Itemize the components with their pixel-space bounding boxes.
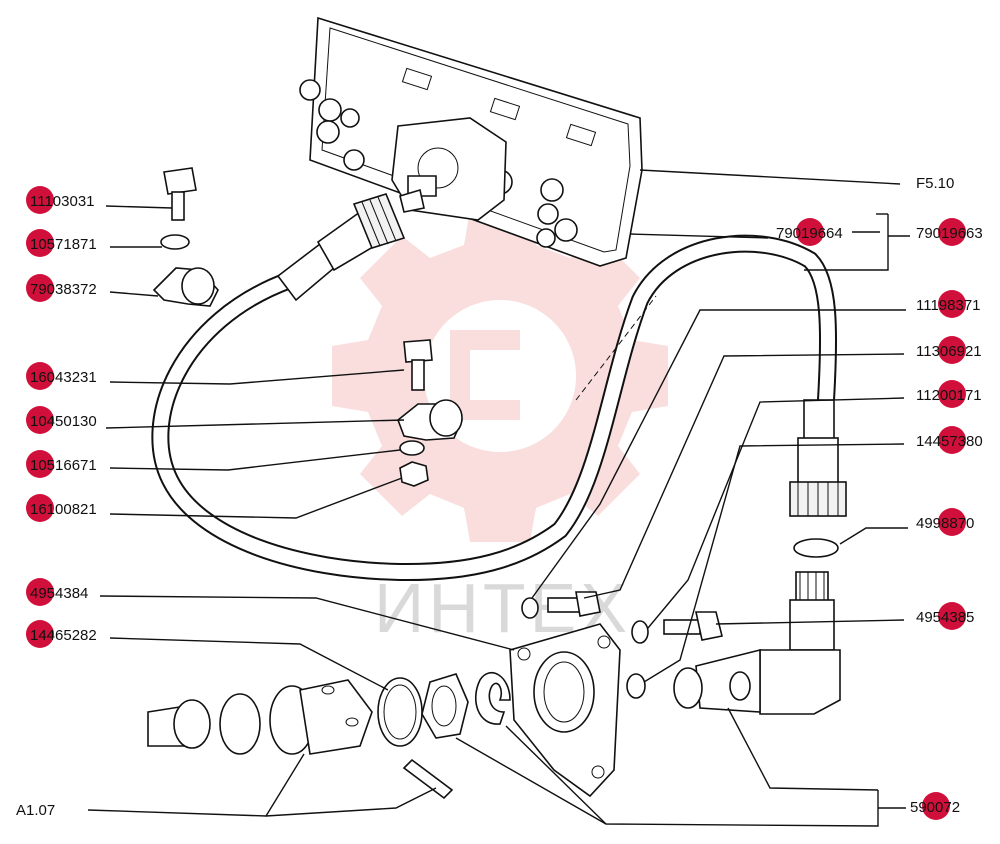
label-79038372: 79038372 [30,281,97,298]
clip-79038372 [152,267,219,307]
part-labels: 11103031 10571871 79038372 16043231 1045… [16,175,983,819]
bolt-11103031 [163,167,197,221]
label-F510: F5.10 [916,175,954,192]
instrument-panel [299,16,643,267]
washer-4998870 [793,538,839,558]
washer-10516671 [399,440,425,456]
label-11103031: 11103031 [30,193,95,210]
washer-11200171 [631,620,649,644]
bolt-16043231 [403,339,433,391]
washer-14457380 [626,673,646,699]
label-10516671: 10516671 [30,457,97,474]
bolt-4954385 [663,611,723,641]
label-79019664: 79019664 [776,225,843,242]
label-11198371: 11198371 [916,297,981,314]
label-10571871: 10571871 [30,236,97,253]
label-79019663: 79019663 [916,225,983,242]
label-590072: 590072 [910,799,960,816]
bolt-11306921 [547,591,601,617]
label-A107: A1.07 [16,802,55,819]
label-11306921: 11306921 [916,343,982,360]
watermark-gear-logo [332,210,668,542]
label-4954385: 4954385 [916,609,974,626]
leader-lines [87,169,910,827]
nut-16100821 [399,461,429,487]
gear-shaft-A107 [147,679,373,755]
label-14465282: 14465282 [30,627,97,644]
cable-upper-end [276,193,406,302]
part-markers [26,186,966,820]
pin [402,758,454,800]
washer-4954384-a [521,597,539,619]
label-10450130: 10450130 [30,413,97,430]
label-16043231: 16043231 [30,369,97,386]
label-4954384: 4954384 [30,585,88,602]
washer-10571871 [160,234,190,250]
label-4998870: 4998870 [916,515,974,532]
label-16100821: 16100821 [30,501,97,518]
speedometer-cable [151,234,838,582]
gear-nut [421,673,469,739]
label-14457380: 14457380 [916,433,983,450]
clip-10450130 [397,399,463,441]
flange-plate [509,623,621,798]
snap-ring [475,671,511,725]
label-11200171: 11200171 [916,387,982,404]
cable-lower-end [789,399,847,517]
angle-drive-590072 [673,571,841,715]
